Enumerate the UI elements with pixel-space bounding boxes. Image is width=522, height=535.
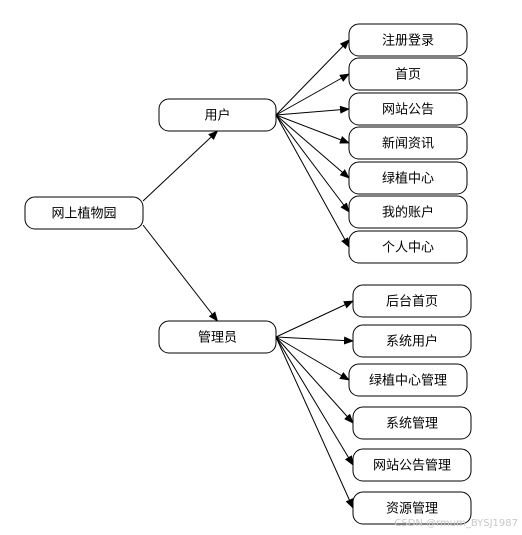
edge-user-u3 (275, 105, 350, 116)
watermark: CSDN @rmum_BYSJ1987 (394, 518, 518, 529)
node-role-user: 用户 (158, 98, 277, 132)
node-label: 网站公告 (382, 103, 434, 118)
edge-user-u4 (275, 114, 350, 144)
node-role-admin: 管理员 (158, 320, 277, 354)
node-box (348, 161, 468, 195)
node-label: 注册登录 (382, 34, 434, 49)
edge-admin-a2 (275, 336, 354, 345)
node-user-module: 新闻资讯 (348, 126, 468, 160)
node-box (348, 92, 468, 126)
edge-admin-a4 (275, 336, 354, 424)
node-label: 个人中心 (382, 241, 434, 256)
edge-admin-a5 (275, 336, 354, 466)
node-label: 系统用户 (386, 334, 438, 350)
node-box (24, 196, 144, 230)
node-label: 网站公告管理 (373, 459, 451, 474)
node-box (348, 23, 468, 57)
node-box (352, 284, 472, 318)
edge-admin-a6 (275, 336, 354, 509)
node-box (348, 195, 468, 229)
node-label: 我的账户 (382, 205, 434, 221)
node-box (348, 363, 468, 397)
node-label: 绿植中心 (382, 172, 434, 187)
edges-layer (142, 39, 354, 509)
node-user-module: 网站公告 (348, 92, 468, 126)
node-box (348, 57, 468, 91)
node-admin-module: 绿植中心管理 (348, 363, 468, 397)
node-box (352, 448, 472, 482)
node-label: 新闻资讯 (382, 136, 434, 152)
node-admin-module: 资源管理 (352, 491, 472, 525)
edge-root-admin (142, 224, 219, 322)
node-admin-module: 网站公告管理 (352, 448, 472, 482)
node-user-module: 我的账户 (348, 195, 468, 229)
node-admin-module: 系统用户 (352, 324, 472, 358)
node-label: 后台首页 (386, 295, 438, 310)
node-label: 用户 (204, 108, 230, 124)
node-label: 绿植中心管理 (369, 374, 447, 389)
node-box (352, 491, 472, 525)
edge-root-user (142, 130, 219, 202)
edge-user-u7 (275, 114, 350, 248)
node-root: 网上植物园 (24, 196, 144, 230)
node-admin-module: 后台首页 (352, 284, 472, 318)
node-label: 首页 (395, 68, 421, 83)
node-box (352, 324, 472, 358)
edge-admin-a1 (275, 300, 354, 338)
edge-admin-a3 (275, 336, 350, 381)
node-box (348, 126, 468, 160)
node-label: 管理员 (198, 331, 237, 346)
node-label: 系统管理 (386, 417, 438, 432)
node-admin-module: 系统管理 (352, 406, 472, 440)
node-user-module: 注册登录 (348, 23, 468, 57)
edge-user-u5 (275, 114, 350, 179)
node-box (352, 406, 472, 440)
node-user-module: 绿植中心 (348, 161, 468, 195)
edge-user-u6 (275, 114, 350, 213)
node-label: 资源管理 (386, 502, 438, 517)
node-user-module: 个人中心 (348, 230, 468, 264)
node-box (348, 230, 468, 264)
node-box (158, 320, 277, 354)
edge-user-u2 (275, 73, 350, 116)
node-user-module: 首页 (348, 57, 468, 91)
node-label: 网上植物园 (51, 207, 116, 222)
edge-user-u1 (275, 39, 350, 116)
node-box (158, 98, 277, 132)
